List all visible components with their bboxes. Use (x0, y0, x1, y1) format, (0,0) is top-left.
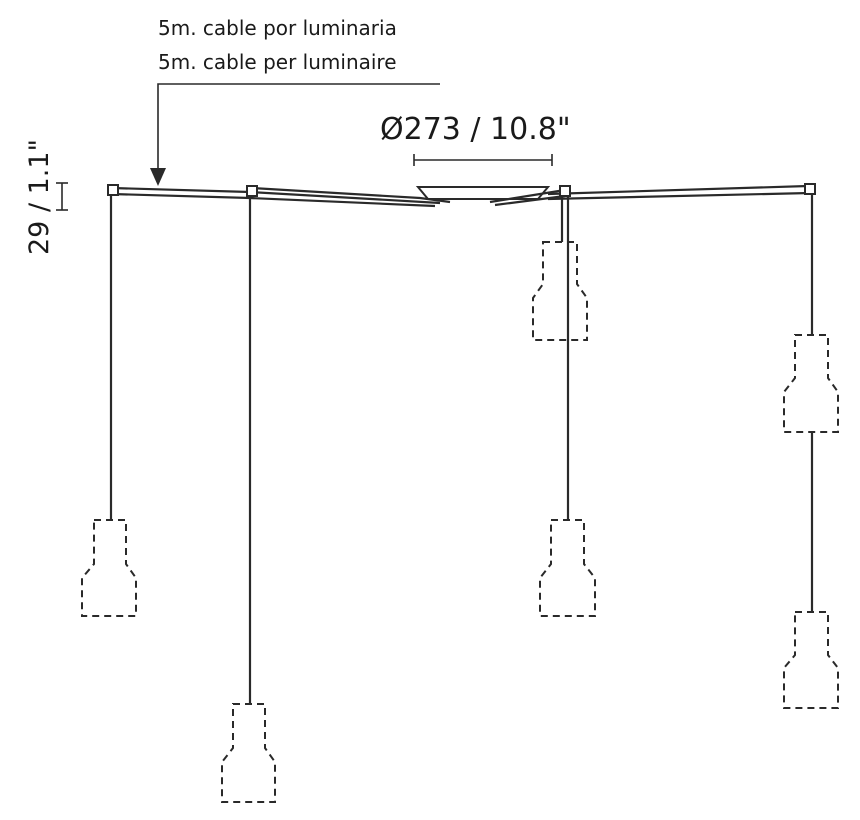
cable-note-arrowhead (150, 168, 166, 186)
height-dimension: 29 / 1.1" (24, 139, 68, 255)
height-label: 29 / 1.1" (24, 139, 55, 255)
pendant-shade-2 (221, 703, 276, 803)
pendant-shade-1 (81, 519, 137, 617)
anchor-hook-2 (246, 185, 258, 197)
diameter-dimension: Ø273 / 10.8" (380, 112, 571, 166)
pendant-shade-3 (532, 241, 588, 341)
pendant-shade-6 (783, 611, 839, 709)
cable-note-leader-line (157, 83, 440, 172)
anchor-hook-4 (804, 183, 816, 195)
diameter-label: Ø273 / 10.8" (380, 112, 571, 147)
cable-note-english: 5m. cable per luminaire (158, 50, 397, 74)
cable-length-annotation: 5m. cable por luminaria 5m. cable per lu… (150, 16, 440, 186)
ceiling-canopy (415, 186, 551, 200)
pendant-shade-5 (783, 334, 839, 433)
anchor-hook-3 (559, 185, 571, 197)
anchor-hook-1 (107, 184, 119, 196)
anchor-points (107, 183, 816, 197)
cable-arm-inner-left (251, 186, 451, 204)
cable-arm-far-right-lower (547, 191, 811, 201)
cable-arm-inner-right (489, 188, 566, 204)
pendant-shades (81, 241, 839, 803)
drop-cables (109, 194, 814, 704)
pendant-shade-4 (539, 519, 596, 617)
cable-arm-inner-right-lower (494, 194, 566, 207)
cable-arm-far-right (547, 184, 809, 196)
cable-note-spanish: 5m. cable por luminaria (158, 16, 397, 40)
